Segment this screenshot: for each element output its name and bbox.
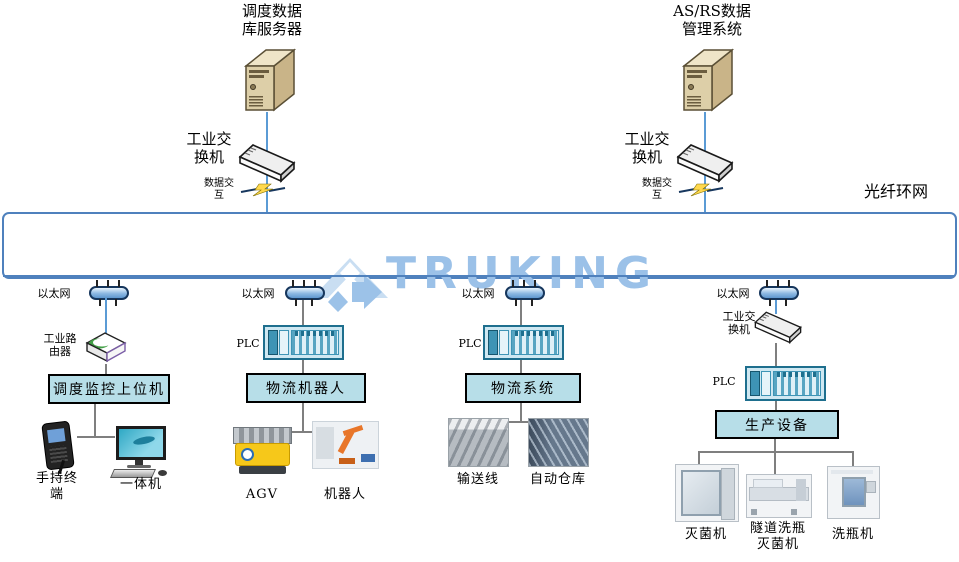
network-switch-icon xyxy=(676,144,734,183)
network-switch-icon xyxy=(238,144,296,183)
box2-branch-line xyxy=(290,431,318,433)
tap1-to-router-line xyxy=(105,298,107,336)
production-equipment-box: 生产设备 xyxy=(715,410,839,439)
device-label-sterilizer: 灭菌机 xyxy=(684,527,727,542)
plc-label-2: PLC xyxy=(236,337,260,350)
switch2-label: 工业交 换机 xyxy=(624,130,670,167)
box3-drop-line xyxy=(520,401,522,423)
robot-image xyxy=(312,421,379,469)
sterilizer-image xyxy=(675,464,739,522)
ethernet-tap-icon xyxy=(505,280,545,306)
plc-rack-icon xyxy=(263,325,344,360)
logistics-robot-box: 物流机器人 xyxy=(246,373,366,403)
fiber-ring-bus xyxy=(2,212,957,279)
box4-drop-line xyxy=(774,437,776,452)
device-label-tunnel-washer: 隧道洗瓶 灭菌机 xyxy=(749,521,806,552)
switch1-label: 工业交 换机 xyxy=(186,130,232,167)
device-label-agv: AGV xyxy=(245,487,279,502)
drop-to-tunnel-washer xyxy=(774,451,776,475)
plc-label-3: PLC xyxy=(458,337,482,350)
plc4-to-box-line xyxy=(775,397,777,410)
fiber-ring-label: 光纤环网 xyxy=(863,182,928,201)
ethernet-tap-icon xyxy=(89,280,129,306)
ethernet-tap-icon xyxy=(759,280,799,306)
server2-title: AS/RS数据 管理系统 xyxy=(673,2,751,39)
ethernet-label-4: 以太网 xyxy=(716,287,750,300)
server-tower-icon xyxy=(681,48,735,112)
industrial-router-icon xyxy=(85,332,127,363)
device-label-robot: 机器人 xyxy=(323,487,366,502)
data-exchange-lightning-icon xyxy=(240,183,286,197)
device-label-handheld: 手持终 端 xyxy=(35,471,78,502)
data-exchange-lightning-icon xyxy=(678,183,724,197)
data-exchange1-label: 数据交 互 xyxy=(204,178,234,201)
auto-warehouse-image xyxy=(528,418,589,467)
switch4-label: 工业交 换机 xyxy=(722,310,756,337)
device-label-aio: 一体机 xyxy=(119,477,162,492)
network-switch-icon xyxy=(754,311,802,344)
truking-logo-watermark-icon xyxy=(312,258,388,312)
device-label-warehouse: 自动仓库 xyxy=(529,472,586,487)
box1-drop-line xyxy=(94,402,96,438)
conveyor-line-image xyxy=(448,418,509,467)
box4-branch-line xyxy=(699,451,854,453)
logistics-system-box: 物流系统 xyxy=(465,373,581,403)
server-tower-icon xyxy=(243,48,297,112)
server1-title: 调度数据 库服务器 xyxy=(241,2,302,39)
fiber-ring-bottom-border xyxy=(3,275,954,277)
bottle-washer-image xyxy=(827,466,880,519)
switch4-to-plc-line xyxy=(775,343,777,366)
box1-branch-line xyxy=(77,436,115,438)
router-label: 工业路 由器 xyxy=(43,332,77,359)
desktop-computer-icon xyxy=(109,426,170,478)
box2-drop-line xyxy=(302,401,304,433)
ethernet-label-2: 以太网 xyxy=(241,287,275,300)
drop-to-sterilizer xyxy=(698,451,700,465)
ethernet-tap-icon xyxy=(285,280,325,306)
dispatch-monitor-host-box: 调度监控上位机 xyxy=(48,374,170,404)
device-label-conveyor: 输送线 xyxy=(456,472,499,487)
device-label-bottle-washer: 洗瓶机 xyxy=(831,527,874,542)
tap4-to-switch-line xyxy=(775,298,777,314)
router-to-box-line xyxy=(105,364,107,374)
handheld-terminal-icon xyxy=(40,420,78,476)
plc-rack-icon xyxy=(483,325,564,360)
box3-branch-line xyxy=(505,421,541,423)
drop-to-bottle-washer xyxy=(852,451,854,467)
agv-image xyxy=(233,424,292,474)
ethernet-label-1: 以太网 xyxy=(37,287,71,300)
tunnel-washer-image xyxy=(746,474,812,518)
plc-rack-icon xyxy=(745,366,826,401)
plc-label-4: PLC xyxy=(712,375,736,388)
data-exchange2-label: 数据交 互 xyxy=(642,178,672,201)
ethernet-label-3: 以太网 xyxy=(461,287,495,300)
